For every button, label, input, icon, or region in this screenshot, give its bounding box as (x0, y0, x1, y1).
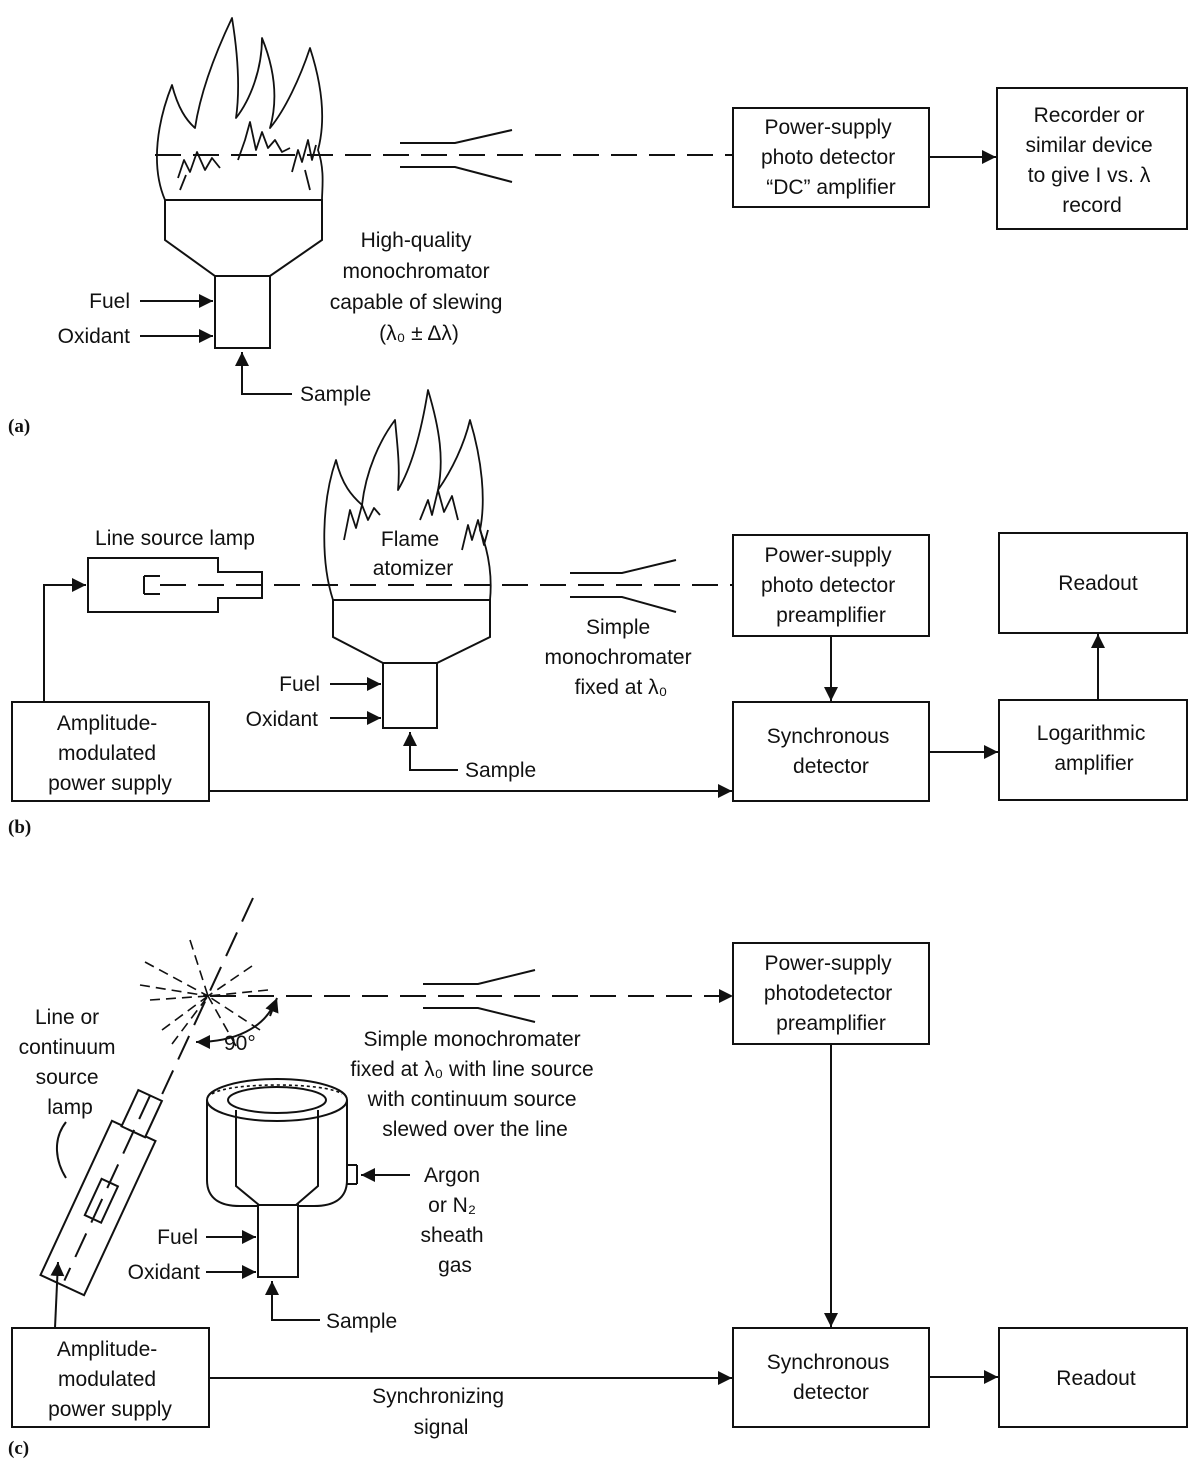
oxidant-label-c: Oxidant (128, 1261, 201, 1284)
panel-tag-c: (c) (8, 1438, 29, 1459)
burner-tube-b (382, 662, 438, 729)
line-source-lamp-b (87, 557, 263, 613)
log-amplifier-box-b (998, 699, 1188, 801)
power-to-lamp-arrow-b (43, 578, 86, 702)
fuel-label-b: Fuel (279, 673, 320, 696)
power-supply-box-c (11, 1327, 210, 1428)
power-supply-box-b (11, 701, 210, 802)
burner-head-a (164, 199, 323, 277)
sync-detector-box-c (732, 1327, 930, 1428)
sync-signal-label-c: Synchronizing signal (372, 1385, 510, 1439)
oxidant-label-a: Oxidant (58, 325, 131, 348)
sample-arrow-b (403, 732, 458, 771)
monochromator-label-b: Simple monochromater fixed at λ₀ (545, 616, 698, 699)
scatter-rays-c (139, 939, 269, 1047)
sample-arrow-a (235, 352, 292, 395)
sample-label-b: Sample (465, 759, 536, 782)
lamp-label-b: Line source lamp (95, 527, 255, 550)
power-supply-label-b: Amplitude- modulated power supply (48, 712, 172, 795)
sheath-gas-label-c: Argon or N₂ sheath gas (421, 1164, 490, 1277)
panel-b: Line source lamp Flame atomizer Fuel Oxi… (8, 389, 1188, 838)
burner-tube-a (214, 275, 271, 349)
flame-label-b: Flame atomizer (373, 528, 454, 580)
flame-b (323, 389, 492, 601)
sample-label-c: Sample (326, 1310, 397, 1333)
power-supply-label-c: Amplitude- modulated power supply (48, 1338, 172, 1421)
detector-box-c (732, 942, 930, 1045)
sheathed-burner-c (206, 1078, 358, 1278)
sync-detector-box-b (732, 701, 930, 802)
sample-arrow-c (265, 1281, 320, 1321)
sample-label-a: Sample (300, 383, 371, 406)
monochromator-slits-b (570, 559, 677, 613)
sync-detector-label-c: Synchronous detector (767, 1351, 895, 1404)
readout-box-c (998, 1327, 1188, 1428)
burner-head-b (332, 599, 491, 664)
readout-box-b (998, 532, 1188, 634)
panel-a: Fuel Oxidant Sample High-quality monochr… (8, 17, 1188, 437)
oxidant-label-b: Oxidant (246, 708, 319, 731)
readout-label-c: Readout (1056, 1367, 1136, 1390)
monochromator-slits-a (400, 129, 513, 183)
detector-label-c: Power-supply photodetector preamplifier (764, 952, 898, 1035)
panel-tag-a: (a) (8, 416, 30, 437)
flame-a (156, 17, 324, 201)
readout-label-b: Readout (1058, 572, 1138, 595)
panel-tag-b: (b) (8, 817, 31, 838)
fuel-label-c: Fuel (157, 1226, 198, 1249)
power-to-lamp-arrow-c (50, 1261, 65, 1329)
monochromator-label-c: Simple monochromater fixed at λ₀ with li… (350, 1028, 599, 1141)
detector-label-a: Power-supply photo detector “DC” amplifi… (761, 116, 901, 199)
fuel-label-a: Fuel (89, 290, 130, 313)
recorder-label-a: Recorder or similar device to give I vs.… (1025, 104, 1158, 217)
sync-detector-label-b: Synchronous detector (767, 725, 895, 778)
log-amplifier-label-b: Logarithmic amplifier (1037, 722, 1151, 775)
detector-label-b: Power-supply photo detector preamplifier (761, 544, 901, 627)
angle-label-c: 90° (224, 1032, 256, 1055)
panel-c: Line or continuum source lamp 90° Simple… (8, 897, 1188, 1459)
monochromator-slits-c (423, 969, 536, 1023)
monochromator-label-a: High-quality monochromator capable of sl… (330, 229, 509, 345)
lamp-c (39, 1088, 164, 1297)
lamp-label-c: Line or continuum source lamp (19, 1006, 122, 1119)
recorder-box-a (996, 87, 1188, 230)
detector-box-a (732, 107, 930, 208)
